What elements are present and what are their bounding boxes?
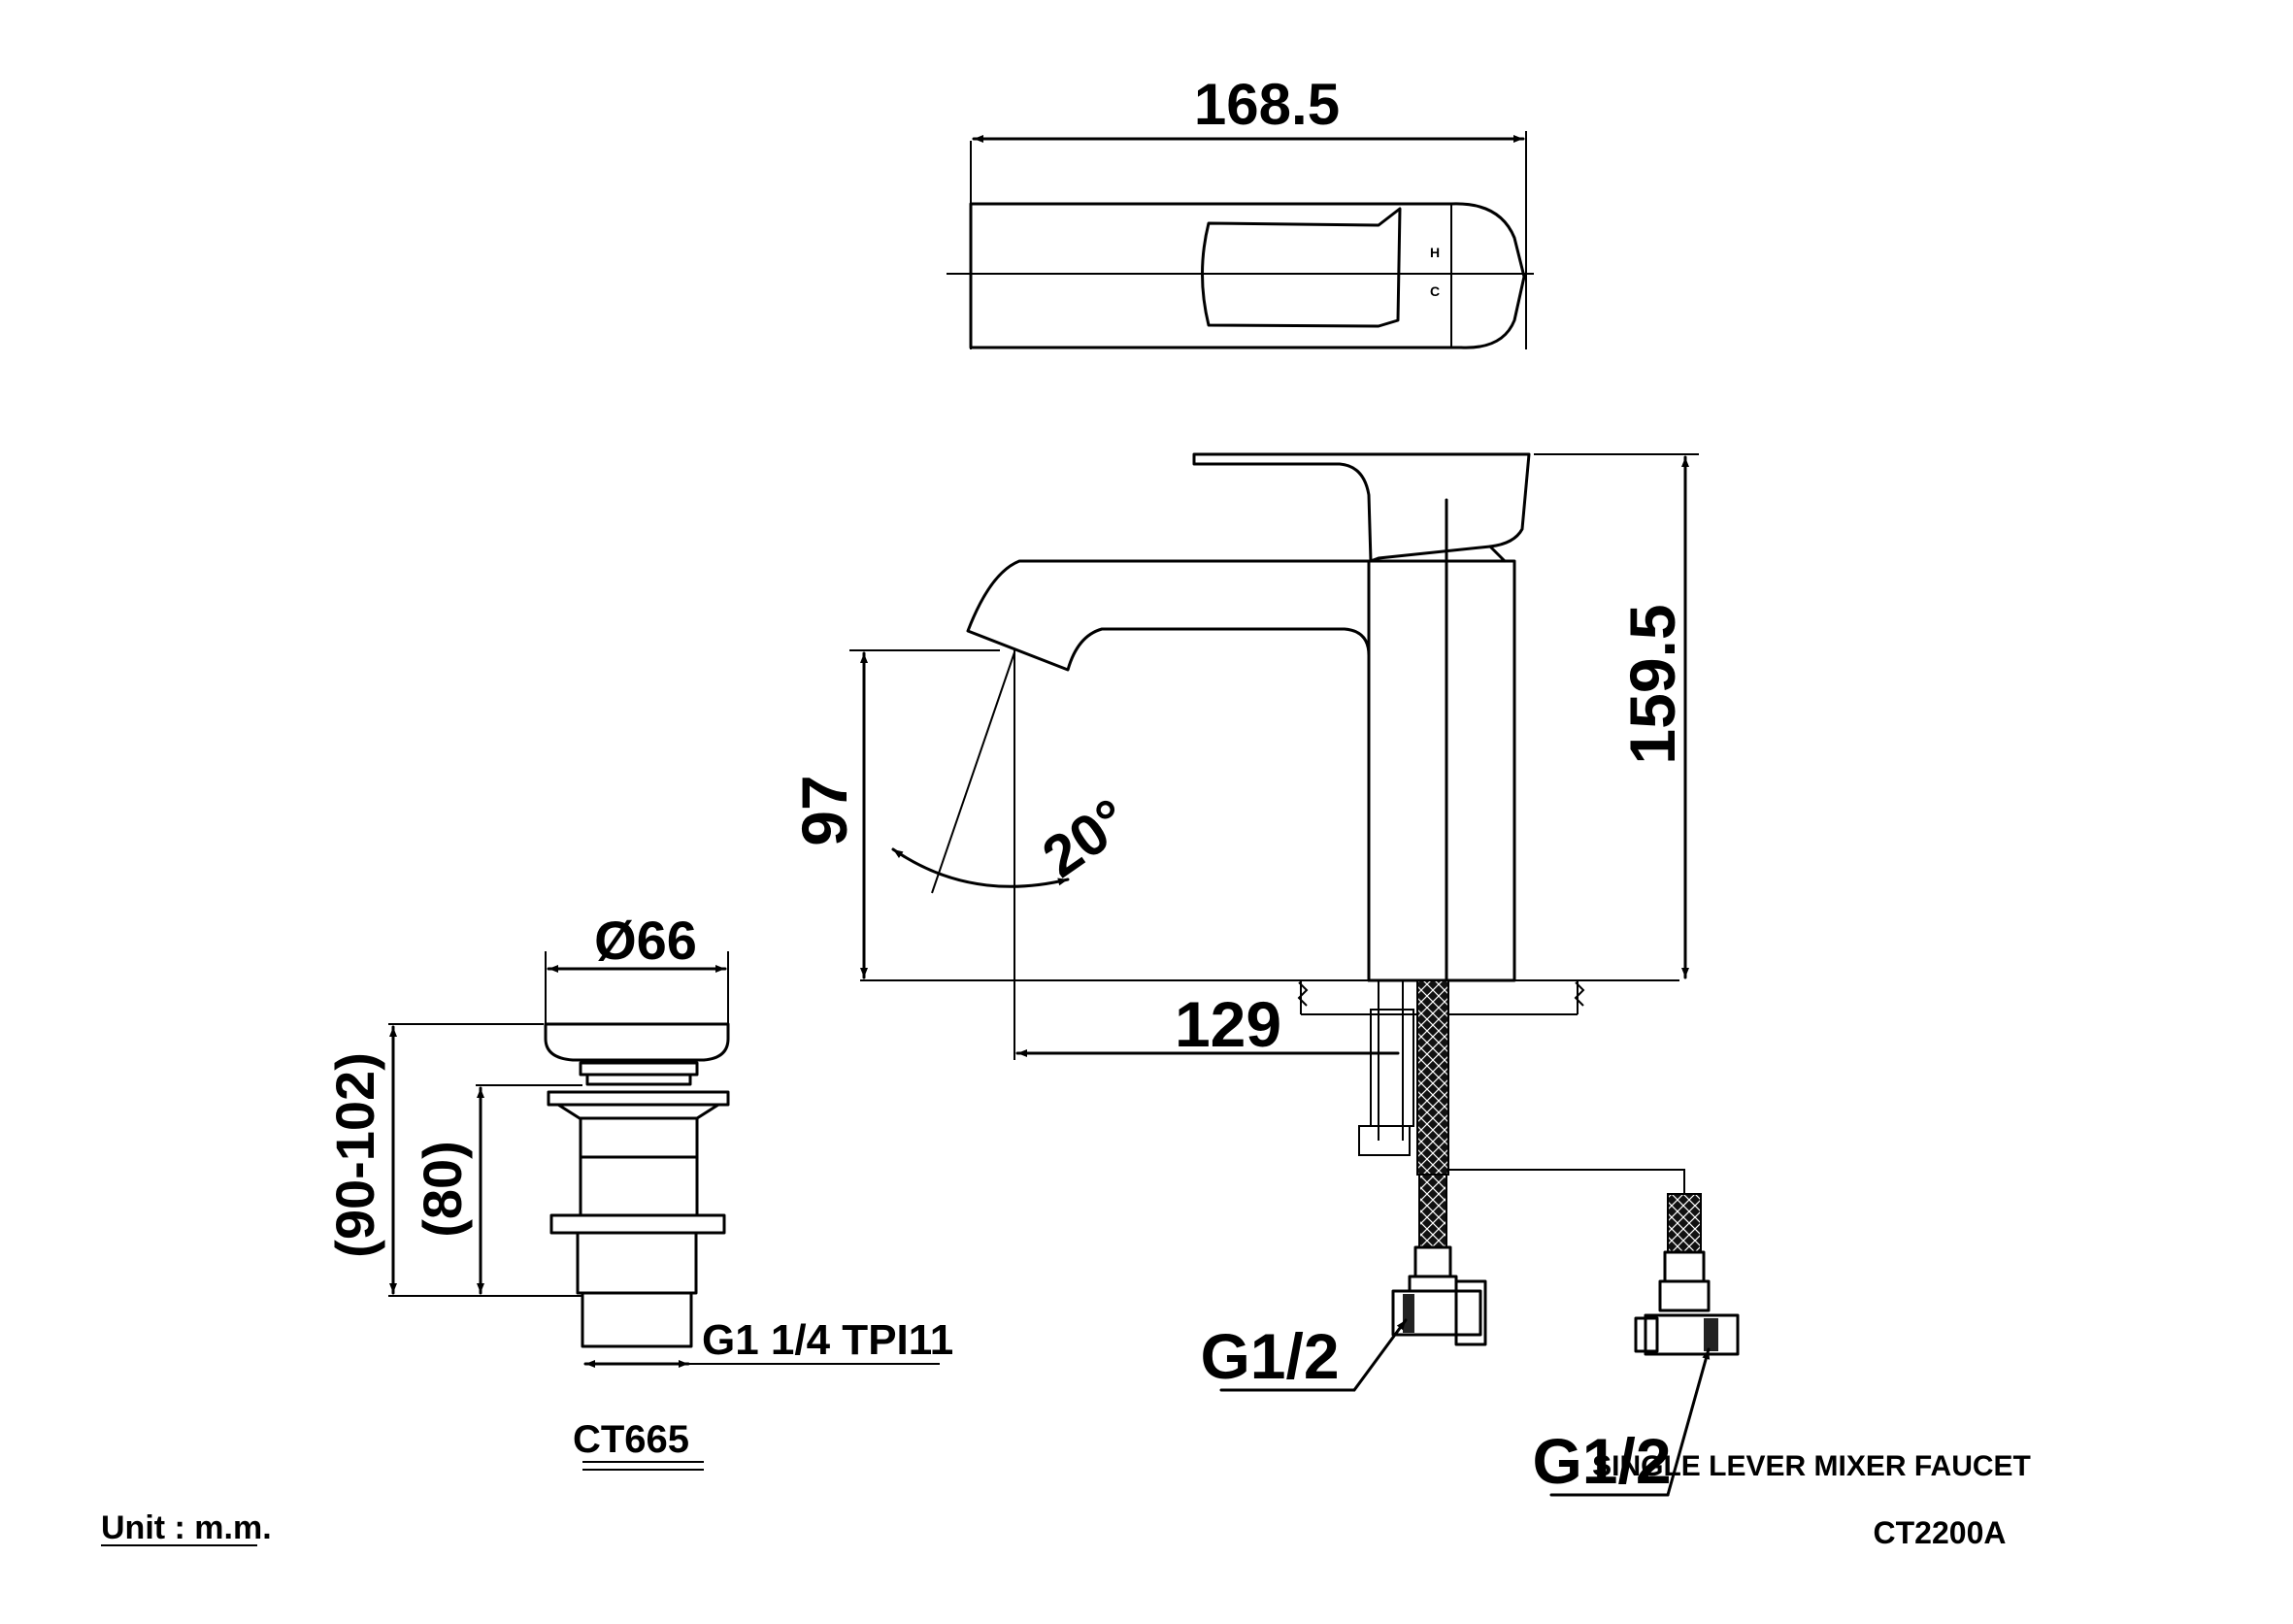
hose-left-upper [1416,979,1449,1176]
handle-mark-hot: H [1430,245,1440,260]
drain-diameter-label: Ø66 [594,910,697,971]
side-view-spout [966,559,1371,672]
drain-top-ring [547,1090,730,1107]
hose-left-lower [1418,1174,1447,1248]
unit-label: Unit : m.m. [101,1509,272,1546]
spout-angle-ref [931,651,1015,894]
inlet-right-label: G1/2 [1532,1425,1671,1497]
drain-thread-label: G1 1/4 TPI11 [702,1316,953,1364]
inlet-left-label: G1/2 [1200,1320,1339,1392]
drain-height-label: (80) [412,1141,473,1238]
side-view-body [1367,559,1516,982]
mounting-nut [1370,1009,1414,1127]
inlet-left-leader [1352,1318,1408,1392]
mounting-rod [1378,980,1404,1141]
mounting-washer [1358,1125,1411,1156]
top-view-body-outline [969,202,1526,349]
hose-right [1667,1193,1702,1253]
top-view: 168.5 H C [947,72,1534,349]
side-view-lever [1192,452,1531,563]
top-length-label: 168.5 [1194,72,1340,137]
deck-break-marks [1297,981,1585,1007]
product-model: CT2200A [1874,1515,2007,1550]
drain-seal [585,1073,692,1086]
hose-right-routing [1446,1169,1685,1194]
drain-flange [579,1061,699,1077]
side-view: 159.5 97 20° 129 [788,452,1740,1497]
drain-body-upper [579,1116,699,1159]
drain-range-label: (90-102) [324,1052,385,1258]
drain-cap [544,1022,730,1062]
side-view-lever-joint [1488,545,1507,563]
product-name: SINGLE LEVER MIXER FAUCET [1592,1450,2031,1482]
total-height-label: 159.5 [1616,604,1688,764]
drain-tailpiece [581,1291,693,1348]
spout-angle-label: 20° [1031,786,1141,890]
inlet-fitting-left [1391,1245,1487,1346]
drain-taper [556,1103,720,1120]
drain-nut [549,1213,726,1235]
spout-reach-label: 129 [1175,988,1281,1060]
top-view-lever [1201,207,1402,328]
drain-body-mid [579,1155,699,1217]
inlet-right-leader [1666,1347,1711,1497]
drain-model-label: CT665 [573,1418,689,1461]
inlet-fitting-right [1634,1250,1740,1356]
drain-thread-section [576,1231,698,1295]
spout-height-label: 97 [788,775,860,845]
handle-mark-cold: C [1430,283,1440,299]
drain-view: Ø66 (90-102) (80) G1 1/4 TPI11 CT665 [324,910,953,1471]
spout-angle-arc [891,847,1070,888]
